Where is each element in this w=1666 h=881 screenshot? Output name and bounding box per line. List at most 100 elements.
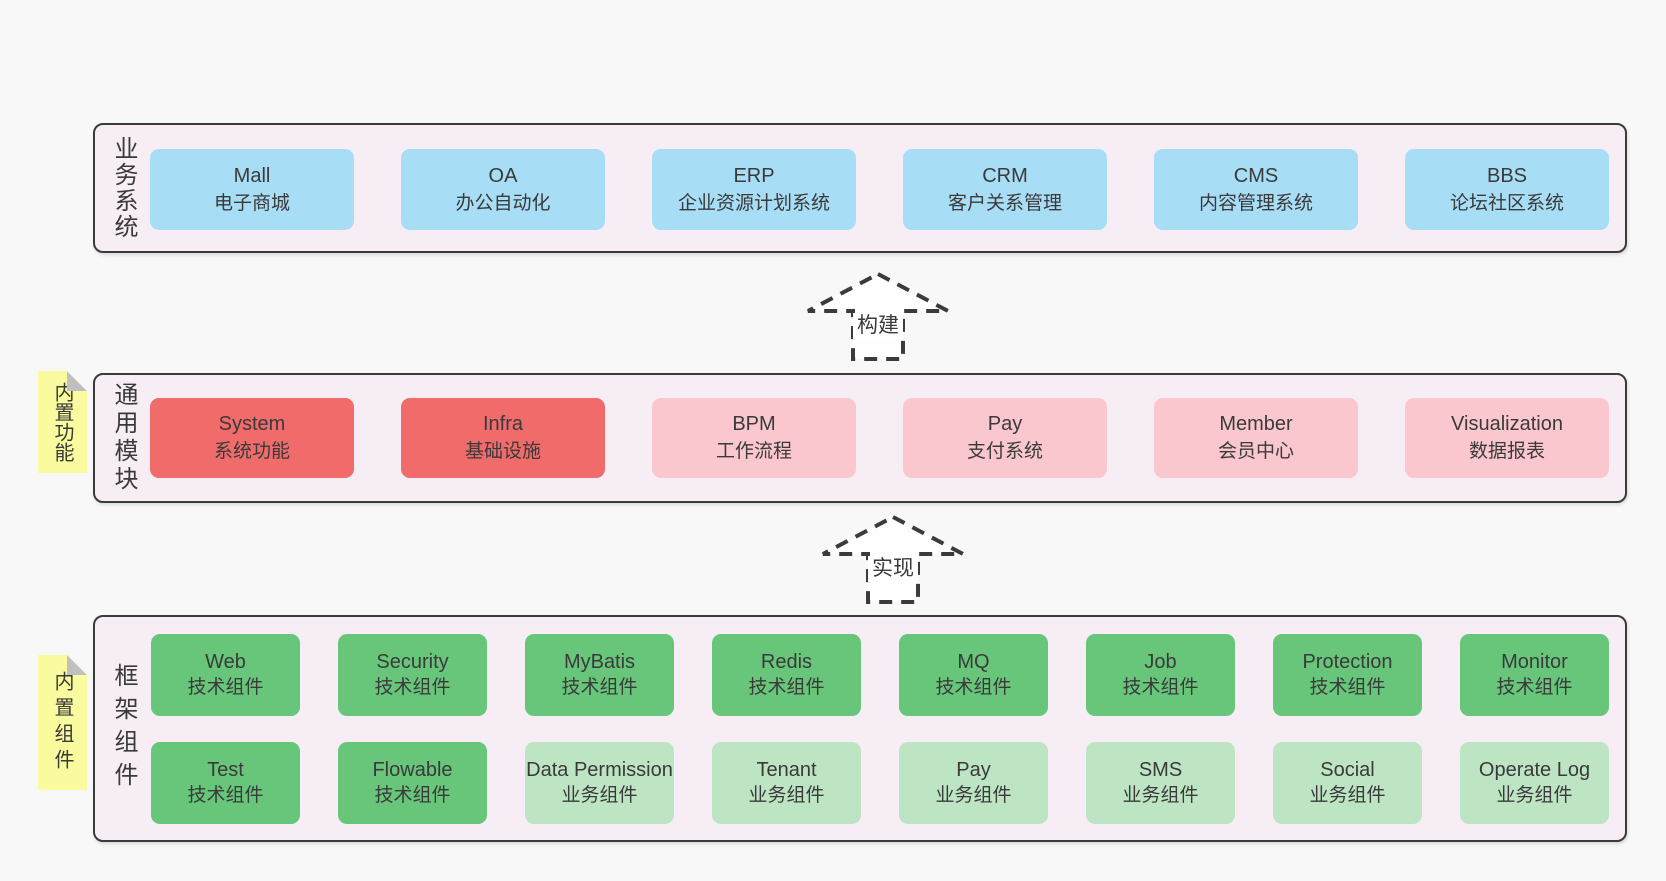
- box-title: System: [218, 413, 286, 435]
- box-title: BPM: [732, 413, 776, 435]
- box-title: SMS: [1138, 759, 1183, 781]
- box-title: Pay: [956, 759, 991, 781]
- box-infra: Infra 基础设施: [401, 398, 605, 478]
- box-subtitle: 业务组件: [561, 785, 638, 806]
- arrow-build-label: 构建: [853, 313, 903, 339]
- box-bbs: BBS 论坛社区系统: [1405, 149, 1609, 230]
- box-operate-log: Operate Log 业务组件: [1460, 742, 1609, 824]
- box-title: Pay: [987, 413, 1023, 435]
- box-subtitle: 业务组件: [748, 785, 825, 806]
- box-subtitle: 支付系统: [966, 441, 1043, 462]
- box-title: Infra: [482, 413, 524, 435]
- box-title: Flowable: [372, 759, 453, 781]
- box-title: Operate Log: [1478, 759, 1591, 781]
- box-erp: ERP 企业资源计划系统: [652, 149, 856, 230]
- box-sms: SMS 业务组件: [1086, 742, 1235, 824]
- box-title: Protection: [1302, 651, 1393, 673]
- box-subtitle: 技术组件: [748, 677, 825, 698]
- panel-label-framework-components: 框架组件: [110, 662, 137, 795]
- arrow-build: 构建: [801, 271, 955, 363]
- box-title: Visualization: [1451, 413, 1563, 435]
- box-test: Test 技术组件: [151, 742, 300, 824]
- box-protection: Protection 技术组件: [1273, 634, 1422, 716]
- box-subtitle: 基础设施: [464, 441, 541, 462]
- box-pay-component: Pay 业务组件: [899, 742, 1048, 824]
- components-row-1: Web 技术组件 Security 技术组件 MyBatis 技术组件 Redi…: [151, 634, 1609, 716]
- business-boxes-row: Mall 电子商城 OA 办公自动化 ERP 企业资源计划系统 CRM 客户关系…: [150, 149, 1609, 230]
- box-subtitle: 技术组件: [1309, 677, 1386, 698]
- panel-gutter: 通用模块: [95, 375, 152, 501]
- box-title: Social: [1320, 759, 1375, 781]
- box-subtitle: 企业资源计划系统: [677, 192, 830, 214]
- box-tenant: Tenant 业务组件: [712, 742, 861, 824]
- box-subtitle: 办公自动化: [455, 192, 551, 214]
- box-subtitle: 业务组件: [1122, 785, 1199, 806]
- panel-common-modules: 通用模块 System 系统功能 Infra 基础设施 BPM 工作流程 Pay…: [93, 373, 1627, 503]
- box-web: Web 技术组件: [151, 634, 300, 716]
- box-subtitle: 业务组件: [1496, 785, 1573, 806]
- box-subtitle: 内容管理系统: [1198, 192, 1313, 214]
- sticky-label: 内置组件: [51, 670, 73, 775]
- box-pay-module: Pay 支付系统: [903, 398, 1107, 478]
- box-subtitle: 技术组件: [1122, 677, 1199, 698]
- box-job: Job 技术组件: [1086, 634, 1235, 716]
- box-title: BBS: [1486, 164, 1528, 187]
- box-bpm: BPM 工作流程: [652, 398, 856, 478]
- box-title: Redis: [760, 651, 813, 673]
- sticky-note-built-in-components: 内置组件: [38, 655, 87, 790]
- box-monitor: Monitor 技术组件: [1460, 634, 1609, 716]
- box-subtitle: 业务组件: [1309, 785, 1386, 806]
- components-row-2: Test 技术组件 Flowable 技术组件 Data Permission …: [151, 742, 1609, 824]
- box-subtitle: 技术组件: [561, 677, 638, 698]
- box-subtitle: 技术组件: [374, 785, 451, 806]
- box-security: Security 技术组件: [338, 634, 487, 716]
- box-subtitle: 技术组件: [1496, 677, 1573, 698]
- box-cms: CMS 内容管理系统: [1154, 149, 1358, 230]
- box-subtitle: 客户关系管理: [947, 192, 1062, 214]
- box-mall: Mall 电子商城: [150, 149, 354, 230]
- arrow-implement-label: 实现: [868, 556, 918, 582]
- panel-gutter: 业务系统: [95, 125, 152, 251]
- box-data-permission: Data Permission 业务组件: [525, 742, 674, 824]
- box-subtitle: 数据报表: [1468, 441, 1545, 462]
- panel-framework-components: 框架组件 Web 技术组件 Security 技术组件 MyBatis 技术组件…: [93, 615, 1627, 842]
- panel-label-business-systems: 业务系统: [110, 136, 137, 240]
- box-subtitle: 工作流程: [715, 441, 792, 462]
- box-subtitle: 电子商城: [213, 192, 290, 214]
- box-mybatis: MyBatis 技术组件: [525, 634, 674, 716]
- box-title: Tenant: [756, 759, 817, 781]
- box-title: OA: [488, 164, 518, 187]
- box-subtitle: 技术组件: [374, 677, 451, 698]
- box-member: Member 会员中心: [1154, 398, 1358, 478]
- box-title: Job: [1144, 651, 1177, 673]
- box-title: MyBatis: [563, 651, 636, 673]
- sticky-label: 内置功能: [51, 382, 73, 462]
- sticky-note-built-in-features: 内置功能: [38, 371, 87, 473]
- box-title: Web: [205, 651, 246, 673]
- panel-gutter: 框架组件: [95, 617, 152, 840]
- panel-label-common-modules: 通用模块: [110, 382, 137, 494]
- box-title: Monitor: [1501, 651, 1568, 673]
- box-subtitle: 业务组件: [935, 785, 1012, 806]
- box-subtitle: 技术组件: [187, 677, 264, 698]
- box-title: CMS: [1233, 164, 1279, 187]
- box-title: MQ: [957, 651, 990, 673]
- box-crm: CRM 客户关系管理: [903, 149, 1107, 230]
- box-subtitle: 会员中心: [1217, 441, 1294, 462]
- box-subtitle: 论坛社区系统: [1449, 192, 1564, 214]
- box-redis: Redis 技术组件: [712, 634, 861, 716]
- box-title: Test: [207, 759, 244, 781]
- box-flowable: Flowable 技术组件: [338, 742, 487, 824]
- panel-business-systems: 业务系统 Mall 电子商城 OA 办公自动化 ERP 企业资源计划系统 CRM…: [93, 123, 1627, 253]
- box-title: Security: [376, 651, 449, 673]
- box-system: System 系统功能: [150, 398, 354, 478]
- box-title: Data Permission: [526, 759, 673, 781]
- arrow-implement: 实现: [816, 514, 970, 606]
- box-title: Member: [1219, 413, 1293, 435]
- box-subtitle: 系统功能: [213, 441, 290, 462]
- box-visualization: Visualization 数据报表: [1405, 398, 1609, 478]
- box-subtitle: 技术组件: [935, 677, 1012, 698]
- box-subtitle: 技术组件: [187, 785, 264, 806]
- modules-boxes-row: System 系统功能 Infra 基础设施 BPM 工作流程 Pay 支付系统…: [150, 398, 1609, 478]
